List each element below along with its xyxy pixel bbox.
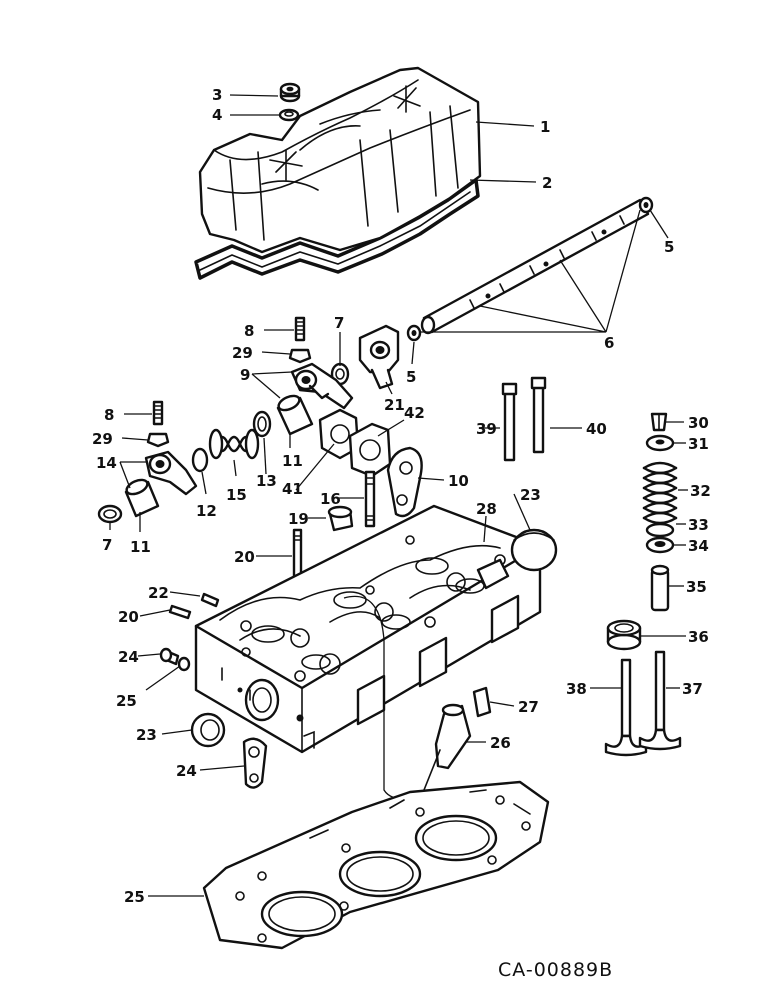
intake-valve bbox=[604, 658, 648, 757]
shaft-plug-right bbox=[638, 196, 654, 214]
callout-11b: 11 bbox=[282, 452, 303, 470]
spacer-washer-lower bbox=[191, 447, 209, 473]
callout-11a: 11 bbox=[130, 538, 151, 556]
valve-stem-seal bbox=[327, 505, 354, 532]
valve-spring bbox=[642, 461, 678, 525]
shaft-support-lower bbox=[97, 504, 123, 524]
small-stud bbox=[200, 592, 220, 608]
callout-7b: 7 bbox=[102, 536, 112, 554]
spring-retainer bbox=[645, 434, 675, 452]
spring-seat-washer bbox=[645, 536, 675, 554]
valve-seat-insert bbox=[606, 619, 642, 651]
adjusting-screw-upper bbox=[294, 316, 306, 342]
valve-cover bbox=[198, 66, 482, 254]
locknut-upper bbox=[288, 348, 312, 364]
expansion-plug-top bbox=[510, 528, 558, 572]
callout-22: 25 bbox=[116, 692, 137, 710]
callout-10: 10 bbox=[448, 472, 469, 490]
callout-28: 28 bbox=[476, 500, 497, 518]
callout-8a: 8 bbox=[244, 322, 254, 340]
rocker-arm-lower bbox=[144, 450, 198, 496]
callout-15: 16 bbox=[320, 490, 341, 508]
callout-35: 35 bbox=[686, 578, 707, 596]
callout-labels: 3 4 1 2 5 6 5 8 29 7 9 21 8 29 14 7 11 1… bbox=[92, 86, 711, 906]
locknut-lower bbox=[146, 432, 170, 448]
callout-24: 24 bbox=[176, 762, 197, 780]
lifting-plate bbox=[386, 446, 423, 518]
callout-39: 39 bbox=[476, 420, 497, 438]
valve-cover-gasket bbox=[194, 178, 480, 280]
head-bolt-b bbox=[530, 376, 547, 454]
dowel-pin bbox=[168, 604, 192, 620]
lifting-eye-plate bbox=[242, 737, 268, 789]
valve-keeper bbox=[650, 412, 668, 432]
callout-4: 4 bbox=[212, 106, 222, 124]
callout-20: 20 bbox=[118, 608, 139, 626]
rocker-bushing-lower bbox=[124, 478, 160, 518]
callout-26: 26 bbox=[490, 734, 511, 752]
callout-41: 41 bbox=[282, 480, 303, 498]
callout-5b: 5 bbox=[406, 368, 416, 386]
rocker-spring bbox=[208, 428, 260, 460]
callout-37: 37 bbox=[682, 680, 703, 698]
callout-14: 14 bbox=[96, 454, 117, 472]
callout-19: 22 bbox=[148, 584, 169, 602]
cover-nut bbox=[279, 82, 301, 103]
rocker-bushing-upper bbox=[276, 394, 314, 436]
exhaust-valve bbox=[638, 650, 682, 751]
callout-40: 40 bbox=[586, 420, 607, 438]
callout-32: 32 bbox=[690, 482, 711, 500]
sealing-washer bbox=[177, 656, 191, 672]
diagram-code: CA-00889B bbox=[498, 959, 613, 981]
cylinder-head bbox=[194, 504, 542, 754]
callout-31: 31 bbox=[688, 435, 709, 453]
cover-washer bbox=[278, 108, 300, 122]
callout-21: 24 bbox=[118, 648, 139, 666]
callout-23b: 23 bbox=[136, 726, 157, 744]
head-gasket bbox=[202, 780, 550, 950]
callout-36: 36 bbox=[688, 628, 709, 646]
callout-12a: 12 bbox=[196, 502, 217, 520]
long-stud bbox=[364, 470, 376, 528]
callout-16: 21 bbox=[384, 396, 405, 414]
callout-33: 33 bbox=[688, 516, 709, 534]
callout-7a: 7 bbox=[334, 314, 344, 332]
callout-34: 34 bbox=[688, 537, 709, 555]
spacer-ring bbox=[252, 410, 272, 438]
callout-13: 15 bbox=[226, 486, 247, 504]
callout-23a: 23 bbox=[520, 486, 541, 504]
injector-stud bbox=[472, 686, 492, 718]
callout-9: 9 bbox=[240, 366, 250, 384]
callout-42: 42 bbox=[404, 404, 425, 422]
rocker-support-bracket bbox=[358, 324, 400, 390]
injector-nozzle bbox=[423, 703, 472, 791]
callout-6: 6 bbox=[604, 334, 614, 352]
rocker-arm-upper bbox=[290, 362, 354, 410]
callout-25: 25 bbox=[124, 888, 145, 906]
callout-27: 27 bbox=[518, 698, 539, 716]
callout-29b: 29 bbox=[92, 430, 113, 448]
head-bolt-a bbox=[501, 382, 518, 462]
shaft-plug-left bbox=[406, 324, 422, 342]
plug-screw bbox=[159, 647, 180, 666]
callout-17: 19 bbox=[288, 510, 309, 528]
callout-2: 2 bbox=[542, 174, 552, 192]
callout-18: 20 bbox=[234, 548, 255, 566]
expansion-plug-side bbox=[190, 712, 226, 748]
callout-29a: 29 bbox=[232, 344, 253, 362]
callout-3: 3 bbox=[212, 86, 222, 104]
callout-12b: 13 bbox=[256, 472, 277, 490]
valve-guide bbox=[650, 564, 670, 612]
callout-5a: 5 bbox=[664, 238, 674, 256]
callout-30: 30 bbox=[688, 414, 709, 432]
callout-8b: 8 bbox=[104, 406, 114, 424]
callout-1: 1 bbox=[540, 118, 550, 136]
leader-lines bbox=[109, 94, 688, 897]
rocker-shaft bbox=[420, 198, 650, 335]
adjusting-screw-lower bbox=[152, 400, 164, 426]
inner-spring-seat bbox=[645, 522, 675, 538]
callout-38: 38 bbox=[566, 680, 587, 698]
